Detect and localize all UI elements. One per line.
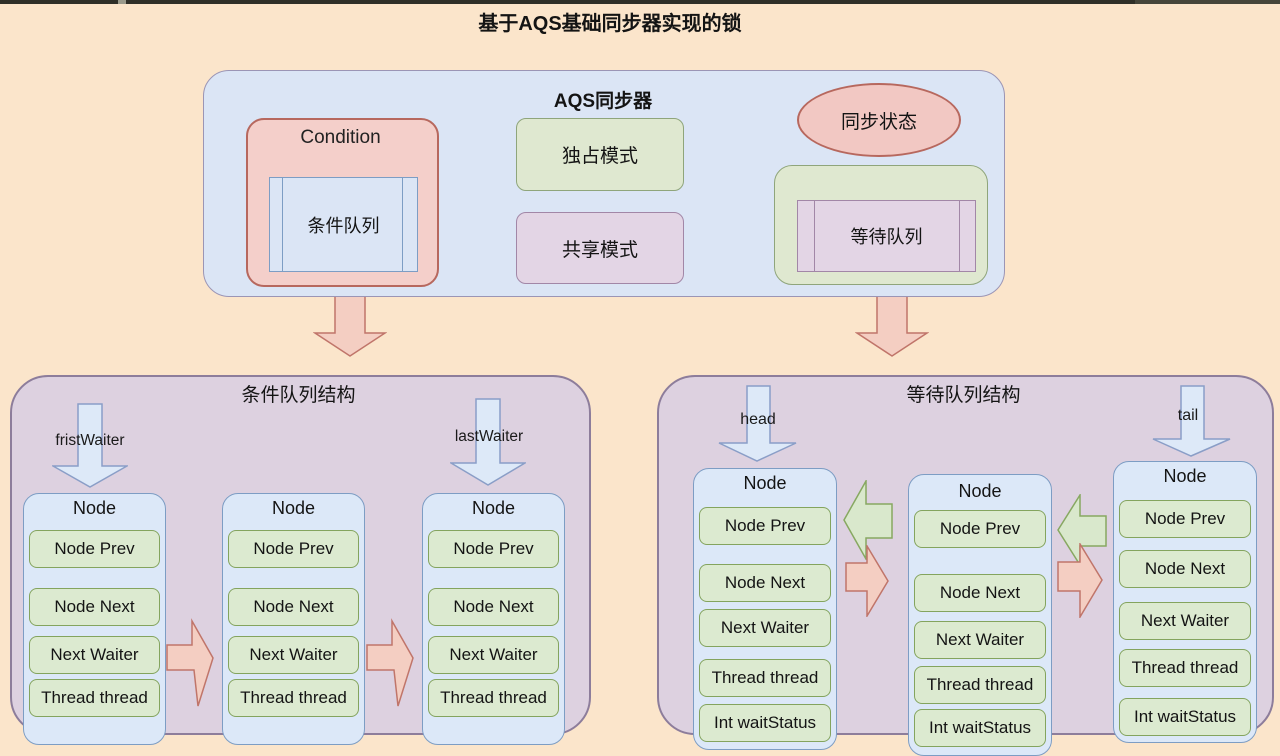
node-field: Thread thread — [1119, 649, 1251, 687]
node-field: Next Waiter — [914, 621, 1046, 659]
wait-queue-box: 等待队列 — [797, 200, 976, 272]
sync-state-ellipse: 同步状态 — [797, 83, 961, 157]
node-title: Node — [471, 498, 516, 518]
node-field: Node Prev — [1119, 500, 1251, 538]
right-arrow-icon — [166, 618, 214, 707]
node-field: Node Prev — [428, 530, 559, 568]
node-card: Node Node Prev Node Next Next Waiter Thr… — [908, 474, 1052, 756]
node-field: Next Waiter — [1119, 602, 1251, 640]
node-field: Thread thread — [699, 659, 831, 697]
condition-queue-label: 条件队列 — [307, 215, 380, 236]
node-field: Node Next — [228, 588, 359, 626]
right-arrow-icon — [366, 618, 414, 707]
node-title: Node — [72, 498, 117, 518]
wait-queue-structure-title: 等待队列结构 — [906, 385, 1021, 406]
node-field: Thread thread — [228, 679, 359, 717]
head-pointer-label: head — [740, 411, 776, 428]
top-edge-bar — [0, 0, 1280, 4]
node-field: Next Waiter — [428, 636, 559, 674]
down-arrow-icon — [855, 287, 929, 357]
top-edge-bar-notch — [118, 0, 126, 4]
top-edge-bar-segment — [1135, 0, 1280, 4]
node-field: Thread thread — [428, 679, 559, 717]
right-arrow-icon — [845, 545, 889, 617]
page-title: 基于AQS基础同步器实现的锁 — [478, 13, 742, 35]
node-field: Node Next — [29, 588, 160, 626]
frist-waiter-label: fristWaiter — [55, 432, 125, 449]
wait-queue-label: 等待队列 — [850, 227, 923, 247]
down-arrow-icon — [1152, 385, 1231, 457]
node-field: Node Next — [1119, 550, 1251, 588]
down-arrow-icon — [313, 287, 387, 357]
node-field: Next Waiter — [699, 609, 831, 647]
node-card: Node Node Prev Node Next Next Waiter Thr… — [222, 493, 365, 745]
right-arrow-icon — [1057, 543, 1103, 618]
queue-side-line — [814, 201, 815, 271]
exclusive-mode-box: 独占模式 — [516, 118, 684, 191]
node-field: Node Next — [428, 588, 559, 626]
aqs-synchronizer-title: AQS同步器 — [553, 91, 653, 112]
left-arrow-icon — [843, 480, 893, 560]
node-field: Node Prev — [699, 507, 831, 545]
node-title: Node — [271, 498, 316, 518]
down-arrow-icon — [450, 398, 526, 486]
queue-side-line — [282, 178, 283, 271]
queue-side-line — [402, 178, 403, 271]
node-field: Thread thread — [914, 666, 1046, 704]
node-title: Node — [1163, 466, 1207, 486]
node-field: Thread thread — [29, 679, 160, 717]
shared-mode-box: 共享模式 — [516, 212, 684, 284]
down-arrow-icon — [52, 403, 128, 488]
node-card: Node Node Prev Node Next Next Waiter Thr… — [422, 493, 565, 745]
node-card: Node Node Prev Node Next Next Waiter Thr… — [1113, 461, 1257, 743]
queue-side-line — [959, 201, 960, 271]
condition-queue-structure-title: 条件队列结构 — [241, 385, 356, 406]
node-card: Node Node Prev Node Next Next Waiter Thr… — [693, 468, 837, 750]
down-arrow-icon — [718, 385, 797, 462]
node-field: Node Next — [699, 564, 831, 602]
node-field: Next Waiter — [29, 636, 160, 674]
last-waiter-label: lastWaiter — [454, 428, 524, 445]
left-arrow-icon — [1057, 494, 1107, 566]
node-title: Node — [743, 473, 787, 493]
node-field: Node Prev — [29, 530, 160, 568]
node-field: Next Waiter — [228, 636, 359, 674]
node-title: Node — [958, 481, 1002, 501]
condition-label: Condition — [300, 127, 381, 148]
tail-pointer-label: tail — [1177, 407, 1199, 424]
node-field: Node Prev — [228, 530, 359, 568]
condition-queue-box: 条件队列 — [269, 177, 418, 272]
node-field: Int waitStatus — [1119, 698, 1251, 736]
node-field: Node Prev — [914, 510, 1046, 548]
node-field: Node Next — [914, 574, 1046, 612]
node-card: Node Node Prev Node Next Next Waiter Thr… — [23, 493, 166, 745]
node-field: Int waitStatus — [914, 709, 1046, 747]
node-field: Int waitStatus — [699, 704, 831, 742]
